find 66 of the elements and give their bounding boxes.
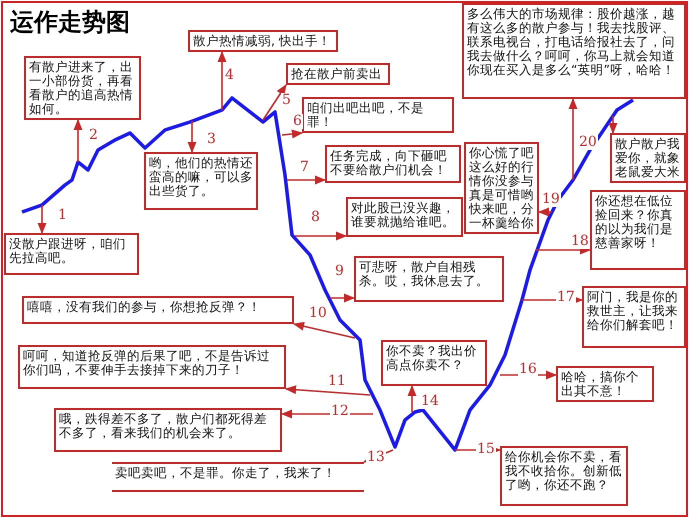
arrow [295, 232, 348, 240]
callout-number: 6 [292, 114, 303, 129]
callout-text: 哦，跌得差不多了，散户们都死得差不多了，看来我们的机会来了。 [59, 412, 268, 440]
callout-text: 没散户跟进呀，咱们先拉高吧。 [9, 237, 127, 265]
speech-box [188, 30, 338, 52]
speech-box [381, 340, 487, 386]
callout-text: 呵呵，知道抢反弹的后果了吧，不是告诉过你们吗，不要伸手去接掉下来的刀子！ [23, 349, 271, 377]
callout-text: 咱们出吧出吧，不是罪！ [307, 101, 425, 129]
arrow [538, 208, 552, 216]
speech-box [500, 446, 628, 506]
speech-box [24, 56, 141, 120]
callout-number: 20 [578, 135, 598, 150]
callout-text: 哟，他们的热情还蛮高的嘛，可以多出些货了。 [149, 156, 253, 198]
speech-box [4, 233, 139, 275]
callout-number: 18 [570, 234, 590, 249]
speech-box [325, 145, 461, 183]
callout-text: 你心慌了吧这么好的行情你没参与真是可惜哟快来吧，分一杯羹给你 [469, 146, 534, 230]
speech-box [462, 3, 686, 99]
arrow [500, 370, 558, 380]
speech-box [556, 366, 654, 402]
speech-box [302, 97, 454, 133]
arrow [284, 385, 370, 396]
speech-box [590, 190, 686, 270]
callout-number: 19 [541, 192, 561, 207]
speech-box [18, 345, 286, 389]
arrow [262, 84, 287, 120]
callout-text: 任务完成，向下砸吧不要给散户们机会！ [330, 149, 448, 177]
callout-text: 卖吧卖吧，不是罪。你走了，我来了！ [115, 466, 337, 480]
speech-box [22, 296, 294, 324]
arrow [74, 118, 82, 162]
callout-text: 可悲呀，散户自相残杀。哎，我休息去了。 [359, 260, 490, 288]
callout-number: 16 [518, 362, 538, 377]
speech-box [354, 256, 504, 302]
callout-text: 对此股已没兴趣，谁要就抛给谁吧。 [351, 201, 456, 229]
arrow [282, 130, 304, 138]
callout-text: 抢在散户前卖出 [291, 67, 383, 81]
callout-text: 你不卖？我出价高点你卖不？ [386, 344, 478, 372]
callout-number: 15 [476, 442, 496, 457]
arrow [188, 121, 196, 154]
speech-box [54, 408, 282, 452]
callout-number: 14 [420, 394, 440, 409]
callout-text: 多么伟大的市场规律：股价越涨，越有这么多的散户参与！我去找股评、联系电视台，打电话给报社去了，问我去做什么？呵呵，你马上就会知道你现在买入是多么“英明”呀，哈哈！ [467, 7, 676, 77]
callout-text: 散户散户我爱你，就象老鼠爱大米 [615, 137, 681, 179]
arrow [608, 116, 618, 134]
arrow [455, 446, 502, 454]
arrow [568, 98, 578, 180]
arrow [218, 50, 226, 110]
speech-box [346, 197, 463, 237]
arrow [287, 176, 326, 184]
callout-text: 阿门，我是你的救世主，让我来给你们解套吧！ [587, 290, 679, 332]
callout-text: 散户热情减弱, 快出手！ [193, 34, 332, 48]
callout-number: 17 [556, 290, 576, 305]
arrow [408, 384, 416, 412]
speech-box [144, 152, 258, 210]
speech-box [582, 286, 686, 348]
callout-text: 有散户进来了，出一小部份货，再看看散户的追高热情如何。 [29, 60, 134, 116]
arrow [292, 322, 356, 339]
arrow [38, 205, 46, 234]
callout-text: 给你机会你不卖，看我不收拾你。创新低了哟，你还不跑？ [505, 450, 623, 492]
speech-box [286, 63, 390, 85]
arrow [330, 294, 356, 302]
callout-text: 嘻嘻，没有我们的参与，你想抢反弹？！ [27, 300, 262, 314]
title: 运作走势图 [10, 7, 130, 38]
callout-number: 13 [366, 450, 386, 465]
callout-text: 你还想在低位捡回来？你真的以为我们是慈善家呀！ [595, 194, 674, 250]
callout-text: 哈哈，搞你个出其不意！ [561, 370, 640, 398]
